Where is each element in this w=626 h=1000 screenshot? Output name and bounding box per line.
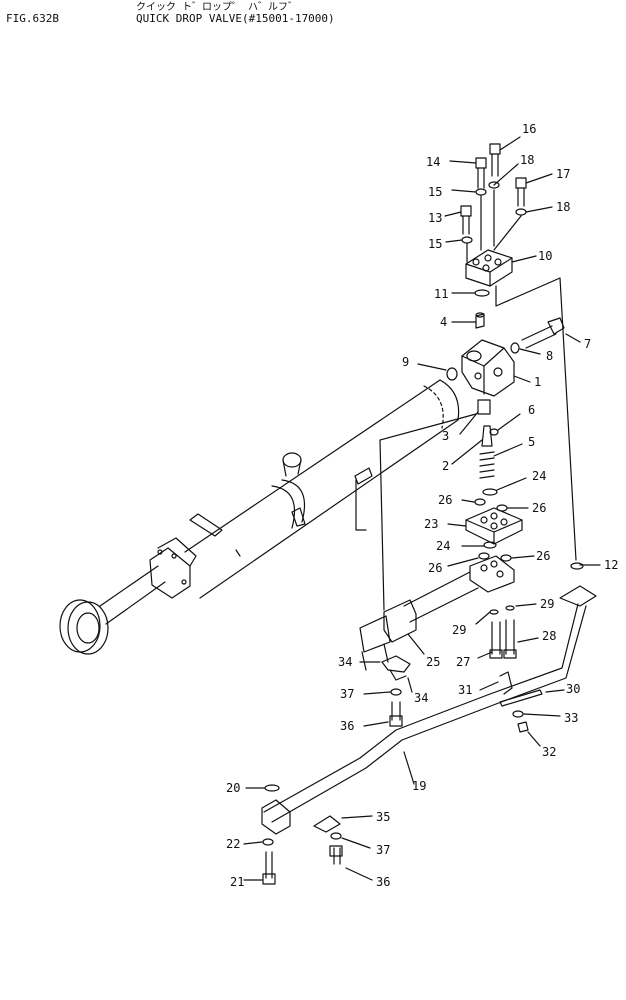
spool-parts: [451, 399, 529, 512]
callout-19: 19: [412, 779, 426, 793]
callout-24: 24: [532, 469, 546, 483]
pipe-19: [243, 562, 601, 885]
callout-36: 36: [340, 719, 354, 733]
callout-29: 29: [452, 623, 466, 637]
callout-27: 27: [456, 655, 470, 669]
callout-17: 17: [556, 167, 570, 181]
hydraulic-cylinder: [59, 379, 460, 655]
callout-26d: 26: [536, 549, 550, 563]
upper-block-10: [451, 249, 577, 561]
upper-bolts-and-washers: [444, 136, 553, 263]
callout-25: 25: [426, 655, 440, 669]
callout-7: 7: [584, 337, 591, 351]
callout-29b: 29: [540, 597, 554, 611]
spacer-plate-23: [447, 507, 535, 567]
callout-6: 6: [528, 403, 535, 417]
callout-18b: 18: [556, 200, 570, 214]
callout-10: 10: [538, 249, 552, 263]
lower-manifold-25: [355, 413, 539, 671]
callout-31: 31: [458, 683, 472, 697]
callout-4: 4: [440, 315, 447, 329]
callout-26: 26: [438, 493, 452, 507]
callout-32: 32: [542, 745, 556, 759]
callout-9: 9: [402, 355, 409, 369]
callout-21: 21: [230, 875, 244, 889]
clamp-34-and-bolts: [359, 655, 413, 727]
callout-37b: 37: [376, 843, 390, 857]
callout-23: 23: [424, 517, 438, 531]
callout-1: 1: [534, 375, 541, 389]
callout-3: 3: [442, 429, 449, 443]
callout-15: 15: [428, 185, 442, 199]
callout-14: 14: [426, 155, 440, 169]
callout-18: 18: [520, 153, 534, 167]
callout-36b: 36: [376, 875, 390, 889]
callout-15b: 15: [428, 237, 442, 251]
callout-5: 5: [528, 435, 535, 449]
callout-2: 2: [442, 459, 449, 473]
callout-26b: 26: [532, 501, 546, 515]
figure-number: FIG.632B: [6, 12, 59, 25]
callout-12: 12: [604, 558, 618, 572]
callout-37: 37: [340, 687, 354, 701]
callout-34b: 34: [414, 691, 428, 705]
callout-13: 13: [428, 211, 442, 225]
callout-22: 22: [226, 837, 240, 851]
callout-11: 11: [434, 287, 448, 301]
callout-8: 8: [546, 349, 553, 363]
callout-35: 35: [376, 810, 390, 824]
valve-body-1: [417, 317, 581, 397]
callout-20: 20: [226, 781, 240, 795]
japanese-title: クイック ト゛ロップ゜ ハ゛ルフ゛: [136, 2, 299, 13]
callout-24b: 24: [436, 539, 450, 553]
diagram-title: QUICK DROP VALVE(#15001-17000): [136, 12, 335, 25]
callout-34: 34: [338, 655, 352, 669]
callout-30: 30: [566, 682, 580, 696]
callout-26c: 26: [428, 561, 442, 575]
callout-28: 28: [542, 629, 556, 643]
callout-16: 16: [522, 122, 536, 136]
callout-33: 33: [564, 711, 578, 725]
